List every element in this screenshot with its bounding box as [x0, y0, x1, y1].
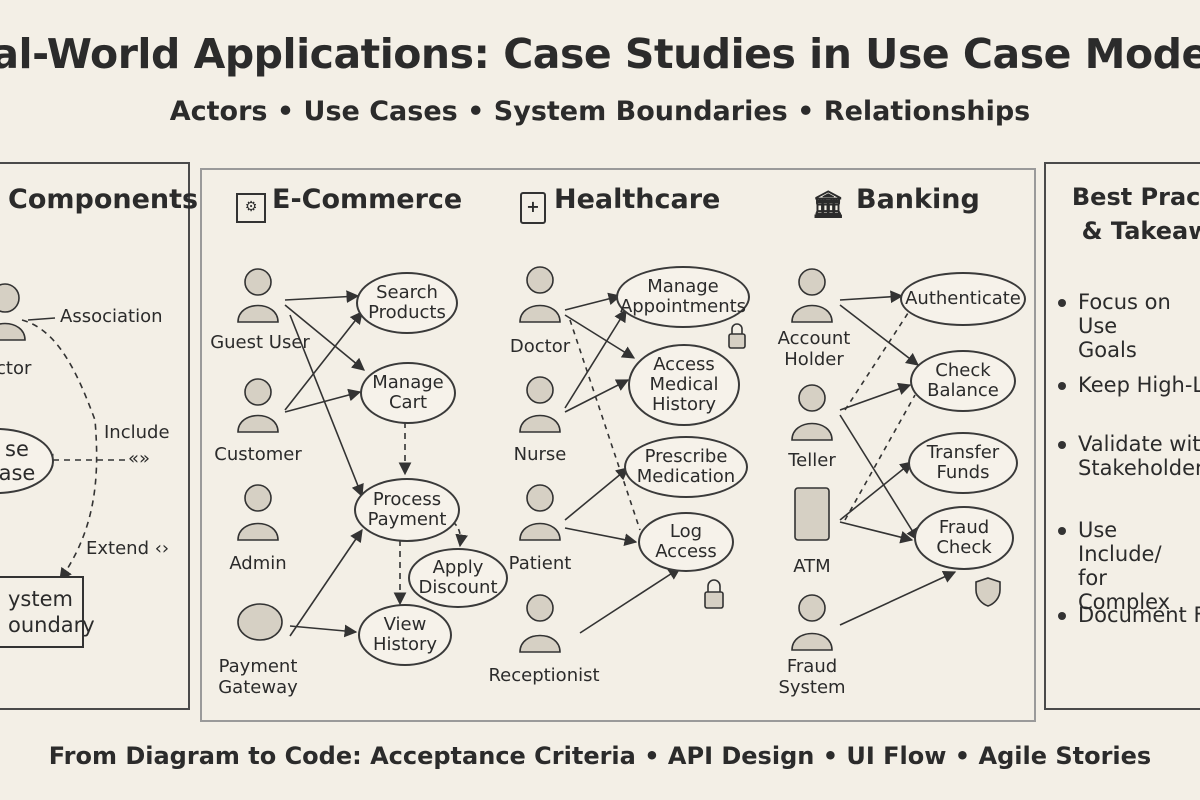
- actor-admin: Admin: [229, 553, 287, 574]
- healthcare-heading-label: Healthcare: [554, 184, 721, 215]
- usecase-manage-appointments: Manage Appointments: [616, 266, 750, 328]
- best-practice-item: Use Include/ for Complex: [1058, 518, 1200, 614]
- usecase-label: Manage Appointments: [619, 276, 747, 317]
- actor-receptionist: Receptionist: [488, 665, 600, 686]
- legend-association: Association: [60, 306, 163, 327]
- clipboard-icon: +: [520, 192, 546, 224]
- actor-patient: Patient: [508, 553, 572, 574]
- usecase-apply-discount: Apply Discount: [408, 548, 508, 608]
- components-heading: Components: [8, 184, 199, 215]
- usecase-search-products: Search Products: [356, 272, 458, 334]
- best-practices-frame: [1044, 162, 1200, 710]
- banking-heading-label: Banking: [856, 184, 980, 215]
- actor-nurse: Nurse: [513, 444, 567, 465]
- usecase-label: View History: [372, 614, 438, 655]
- usecase-log-access: Log Access: [638, 512, 734, 572]
- usecase-label: Apply Discount: [418, 557, 498, 598]
- usecase-transfer-funds: Transfer Funds: [908, 432, 1018, 494]
- best-practice-item: Focus on Use Goals: [1058, 290, 1200, 362]
- usecase-label: Fraud Check: [936, 517, 992, 558]
- usecase-label: Process Payment: [367, 489, 447, 530]
- usecase-prescribe-medication: Prescribe Medication: [624, 436, 748, 498]
- subtitle: Actors • Use Cases • System Boundaries •…: [169, 96, 1031, 127]
- usecase-process-payment: Process Payment: [354, 478, 460, 542]
- usecase-check-balance: Check Balance: [910, 350, 1016, 412]
- usecase-label: Access Medical History: [649, 354, 719, 415]
- actor-guest-user: Guest User: [210, 332, 310, 353]
- usecase-fraud-check: Fraud Check: [914, 506, 1014, 570]
- legend-extend: Extend ‹›: [86, 538, 170, 559]
- best-practice-item: Validate with Stakeholders: [1058, 432, 1200, 480]
- actor-atm: ATM: [793, 556, 831, 577]
- usecase-label: Log Access: [655, 521, 717, 562]
- legend-use-case-label: se ase: [0, 437, 36, 485]
- usecase-manage-cart: Manage Cart: [360, 362, 456, 424]
- usecase-label: Prescribe Medication: [636, 446, 736, 487]
- usecase-label: Search Products: [368, 282, 446, 323]
- actor-teller: Teller: [788, 450, 836, 471]
- actor-doctor: Doctor: [509, 336, 571, 357]
- actor-customer: Customer: [214, 444, 302, 465]
- components-frame: [0, 162, 190, 710]
- usecase-view-history: View History: [358, 604, 452, 666]
- legend-system-boundary: ystem oundary: [0, 576, 95, 648]
- actor-payment-gateway: Payment Gateway: [218, 656, 298, 698]
- legend-include-mark: «»: [127, 448, 151, 469]
- usecase-label: Check Balance: [927, 360, 999, 401]
- best-practice-item: Keep High-L: [1057, 373, 1200, 397]
- legend-system-boundary-label: ystem oundary: [8, 587, 95, 637]
- usecase-label: Transfer Funds: [926, 442, 1000, 483]
- best-practices-heading: Best Practi & Takeaw: [1071, 183, 1200, 245]
- healthcare-heading: + Healthcare: [520, 184, 720, 224]
- ecommerce-heading: ⚙E-Commerce: [236, 184, 462, 223]
- usecase-authenticate: Authenticate: [900, 272, 1026, 326]
- best-practice-item: Document F: [1058, 603, 1200, 627]
- legend-include: Include: [104, 422, 170, 443]
- usecase-access-medical-history: Access Medical History: [628, 344, 740, 426]
- diagram-frame: [200, 168, 1036, 722]
- actor-account-holder: Account Holder: [777, 328, 851, 370]
- bank-icon: 🏛: [811, 190, 845, 220]
- storefront-icon: ⚙: [236, 193, 266, 223]
- footer-caption: From Diagram to Code: Acceptance Criteri…: [48, 742, 1152, 770]
- legend-actor-label: ctor: [0, 358, 32, 379]
- usecase-label: Authenticate: [905, 288, 1021, 309]
- actor-fraud-system: Fraud System: [778, 656, 846, 698]
- usecase-label: Manage Cart: [372, 372, 444, 413]
- banking-heading: 🏛 Banking: [808, 184, 980, 220]
- main-title: eal-World Applications: Case Studies in …: [0, 30, 1200, 78]
- ecommerce-heading-label: E-Commerce: [272, 184, 463, 215]
